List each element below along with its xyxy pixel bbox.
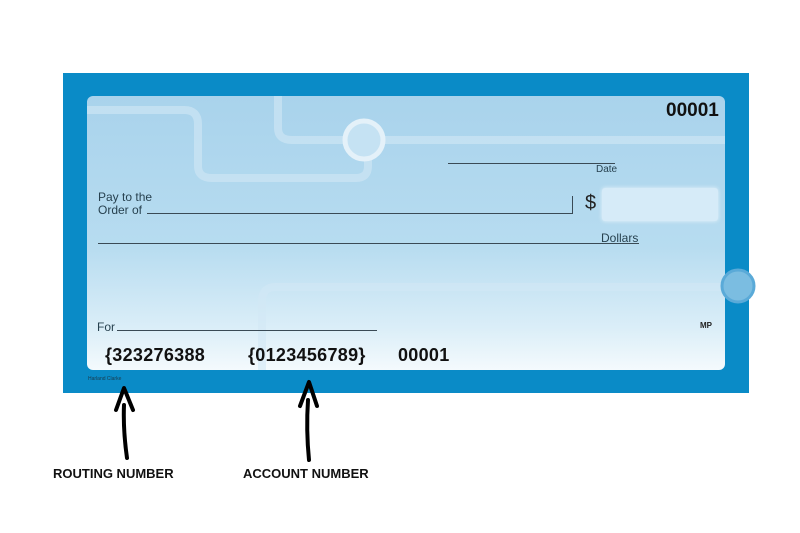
memo-line[interactable] (117, 330, 377, 331)
account-arrow-icon (298, 380, 319, 462)
dollars-label: Dollars (601, 231, 639, 245)
payee-line[interactable] (147, 213, 573, 214)
check-number: 00001 (666, 100, 719, 121)
micr-check-number: 00001 (398, 345, 450, 365)
mp-logo: MP (700, 321, 712, 330)
routing-number-caption: ROUTING NUMBER (53, 466, 174, 481)
dollar-sign: $ (585, 192, 597, 214)
memo-label: For (97, 320, 115, 334)
payee-line-end (572, 196, 573, 213)
date-line (448, 163, 615, 164)
written-amount-line[interactable] (98, 243, 639, 244)
micr-account-number: {0123456789} (248, 345, 366, 365)
micr-routing-number: {323276388 (105, 345, 206, 365)
amount-box[interactable] (602, 188, 718, 221)
pay-to-label: Pay to the Order of (98, 190, 153, 217)
routing-arrow-icon (114, 386, 135, 460)
date-label: Date (596, 164, 618, 175)
printer-credit: Harland Clarke (88, 376, 122, 382)
account-number-caption: ACCOUNT NUMBER (243, 466, 369, 481)
